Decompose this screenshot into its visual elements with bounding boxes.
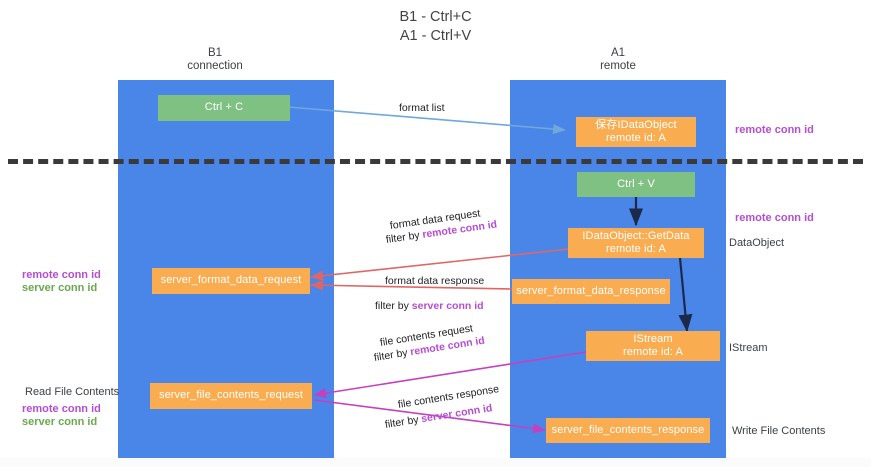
node-istream-sub: remote id: A <box>623 346 683 358</box>
annotation-write-file-contents: Write File Contents <box>732 425 826 437</box>
node-server-format-data-response[interactable]: server_format_data_response <box>512 279 670 304</box>
annotation-read-file-contents: Read File Contents <box>25 386 120 398</box>
phase-divider <box>8 159 863 164</box>
node-server-file-contents-request[interactable]: server_file_contents_request <box>150 383 312 409</box>
lane-header-a1-role: remote <box>600 60 636 72</box>
node-ctrl-c[interactable]: Ctrl + C <box>158 95 290 121</box>
node-save-idataobject-label: 保存IDataObject <box>595 118 677 131</box>
node-istream-label: IStream <box>633 332 673 345</box>
diagram-title-line2: A1 - Ctrl+V <box>399 28 472 44</box>
lane-header-b1-name: B1 <box>207 47 223 59</box>
annotation-istream: IStream <box>729 342 768 354</box>
lane-header-b1-role: connection <box>187 60 243 72</box>
lane-header-b1: B1 connection <box>155 47 275 73</box>
node-istream[interactable]: IStream remote id: A <box>586 331 720 361</box>
annotation-remote-conn-id-top: remote conn id <box>735 124 814 136</box>
annotation-dataobject: DataObject <box>729 237 785 249</box>
annotation-remote-conn-id-mid: remote conn id <box>735 212 814 224</box>
edge-label-format-data-response: format data response <box>385 275 485 287</box>
node-idataobject-getdata-label: IDataObject::GetData <box>582 229 690 242</box>
edge-label-format-list: format list <box>399 102 445 114</box>
lane-header-a1: A1 remote <box>558 47 678 73</box>
node-ctrl-c-label: Ctrl + C <box>204 101 244 114</box>
annotation-left-remote-conn-id-1: remote conn id <box>22 269 101 281</box>
node-save-idataobject[interactable]: 保存IDataObject remote id: A <box>576 117 696 147</box>
node-ctrl-v-label: Ctrl + V <box>617 177 655 190</box>
node-idataobject-getdata[interactable]: IDataObject::GetData remote id: A <box>568 228 704 258</box>
node-server-format-data-request-label: server_format_data_request <box>160 274 302 287</box>
filter-key-server-conn-id-1: server conn id <box>411 300 484 312</box>
annotation-left-remote-conn-id-2: remote conn id <box>22 403 101 415</box>
node-server-file-contents-response[interactable]: server_file_contents_response <box>546 418 710 443</box>
annotation-left-server-conn-id-2: server conn id <box>22 416 98 428</box>
annotation-left-server-conn-id-1: server conn id <box>22 282 98 294</box>
filter-prefix-2: filter by <box>375 300 412 312</box>
node-idataobject-getdata-sub: remote id: A <box>606 243 666 255</box>
edge-label-format-data-response-filter: filter by server conn id <box>375 299 484 313</box>
diagram-title-line1: B1 - Ctrl+C <box>399 9 472 25</box>
node-server-format-data-response-label: server_format_data_response <box>516 284 666 297</box>
lane-header-a1-name: A1 <box>610 47 626 59</box>
node-ctrl-v[interactable]: Ctrl + V <box>577 172 695 197</box>
node-server-file-contents-request-label: server_file_contents_request <box>158 389 304 402</box>
node-server-format-data-request[interactable]: server_format_data_request <box>152 268 310 294</box>
node-server-file-contents-response-label: server_file_contents_response <box>551 423 705 436</box>
node-save-idataobject-sub: remote id: A <box>606 132 666 144</box>
